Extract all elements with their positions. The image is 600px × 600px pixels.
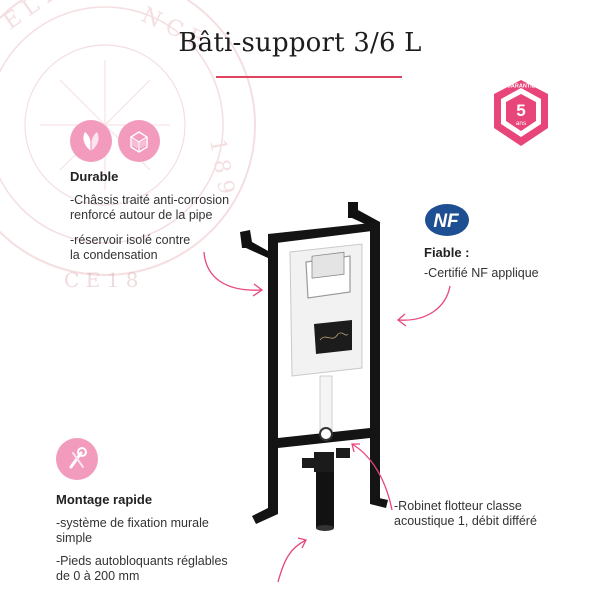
- montage-heading: Montage rapide: [56, 492, 153, 507]
- durable-line-4: la condensation: [70, 248, 158, 262]
- svg-text:1 8 9: 1 8 9: [204, 137, 238, 196]
- guarantee-badge: GARANTIE 5 ans: [494, 80, 548, 146]
- robinet-text: -Robinet flotteur classe acoustique 1, d…: [394, 499, 594, 529]
- montage-line-3: -Pieds autobloquants réglables: [56, 554, 228, 568]
- fiable-line-1: -Certifié NF applique: [424, 266, 539, 280]
- svg-text:5: 5: [516, 101, 525, 120]
- svg-text:C E 1 8: C E 1 8: [64, 268, 138, 292]
- durable-text: -Châssis traité anti-corrosion renforcé …: [70, 193, 280, 263]
- durable-line-3: -réservoir isolé contre: [70, 233, 191, 247]
- montage-line-1: -système de fixation murale: [56, 516, 209, 530]
- robinet-line-1: -Robinet flotteur classe: [394, 499, 522, 513]
- svg-text:ans: ans: [516, 120, 527, 127]
- title-underline: [216, 76, 402, 78]
- montage-line-4: de 0 à 200 mm: [56, 569, 140, 583]
- arrow-montage: [277, 539, 307, 583]
- montage-line-2: simple: [56, 531, 93, 545]
- durable-line-2: renforcé autour de la pipe: [70, 208, 213, 222]
- arrow-fiable-head: [396, 313, 407, 327]
- svg-text:GARANTIE: GARANTIE: [507, 84, 536, 90]
- montage-text: -système de fixation murale simple -Pied…: [56, 516, 276, 584]
- product-frame-image: [240, 202, 388, 531]
- seal-watermark: E L E G A N C E 1 8 9: [0, 0, 256, 276]
- seal-text-fragment: C E 1 8: [64, 268, 138, 292]
- durable-heading: Durable: [70, 169, 119, 184]
- durable-line-1: -Châssis traité anti-corrosion: [70, 193, 230, 207]
- robinet-line-2: acoustique 1, débit différé: [394, 514, 537, 528]
- fiable-heading: Fiable :: [424, 245, 470, 260]
- nf-logo: NF: [425, 204, 469, 236]
- leaf-icon: [70, 120, 112, 162]
- page-title: Bâti-support 3/6 L: [178, 28, 422, 58]
- svg-text:NF: NF: [433, 211, 460, 232]
- tools-icon: [56, 438, 98, 480]
- arrow-fiable: [397, 285, 451, 321]
- grid-cube-icon: [118, 120, 160, 162]
